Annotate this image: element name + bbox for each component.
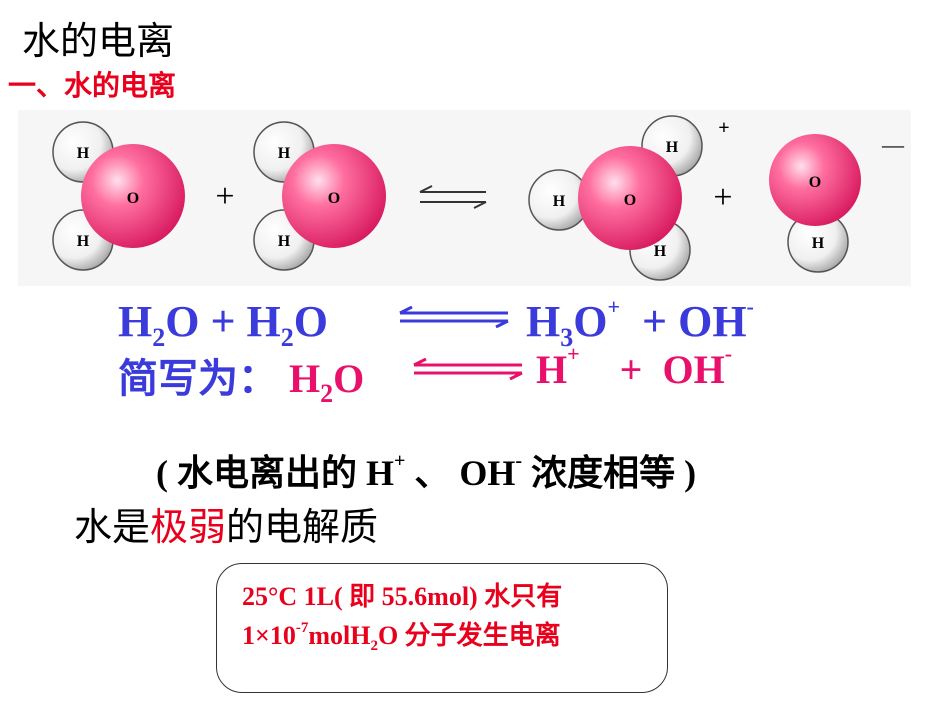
water-molecule-1: H H O (52, 121, 185, 271)
oxygen-atom (578, 146, 682, 250)
simplified-products: H+ + OH- (536, 341, 733, 393)
atom-label: O (127, 190, 139, 207)
charge-label: — (881, 132, 905, 157)
atom-label: H (77, 145, 90, 162)
water-molecule-2: H H O (253, 121, 386, 271)
hydroxide-ion: H O — (769, 132, 905, 273)
water-ionization-diagram: H H O + H H O H H H O + + H O — (18, 110, 911, 286)
weak-electrolyte-statement: 水是极弱的电解质 (74, 505, 379, 549)
atom-label: H (77, 233, 90, 250)
ionization-products: H3O+ + OH- (526, 294, 754, 352)
ionization-fact-box (216, 563, 668, 693)
page-title: 水的电离 (22, 19, 175, 63)
atom-label: H (666, 139, 679, 156)
equilibrium-arrow-icon (413, 358, 523, 380)
fact-line-1: 25°C 1L( 即 55.6mol) 水只有 (242, 582, 563, 611)
full-ionization-equation: H2O + H2O (118, 297, 329, 352)
atom-label: H (278, 233, 291, 250)
atom-label: H (553, 193, 566, 210)
atom-label: H (654, 243, 667, 260)
oxygen-atom (282, 144, 386, 248)
charge-label: + (718, 117, 729, 139)
section-heading: 一、水的电离 (8, 69, 177, 102)
oxygen-atom (769, 134, 861, 226)
fact-line-2: 1×10-7molH2O 分子发生电离 (242, 620, 561, 654)
atom-label: H (812, 235, 825, 252)
simplified-equation: 简写为： H2O (118, 356, 365, 408)
equilibrium-arrow-icon (419, 185, 487, 209)
hydronium-ion: H H H O + (528, 115, 730, 281)
oxygen-atom (81, 144, 185, 248)
highlight-text: 极弱 (150, 505, 227, 549)
atom-label: O (809, 174, 821, 191)
plus-sign: + (215, 178, 234, 215)
atom-label: O (328, 190, 340, 207)
equilibrium-arrow-icon (399, 306, 509, 328)
atom-label: H (278, 145, 291, 162)
plus-sign: + (713, 179, 732, 216)
equal-concentration-note: ( 水电离出的 H+ 、 OH- 浓度相等 ) (156, 450, 697, 493)
atom-label: O (624, 192, 636, 209)
